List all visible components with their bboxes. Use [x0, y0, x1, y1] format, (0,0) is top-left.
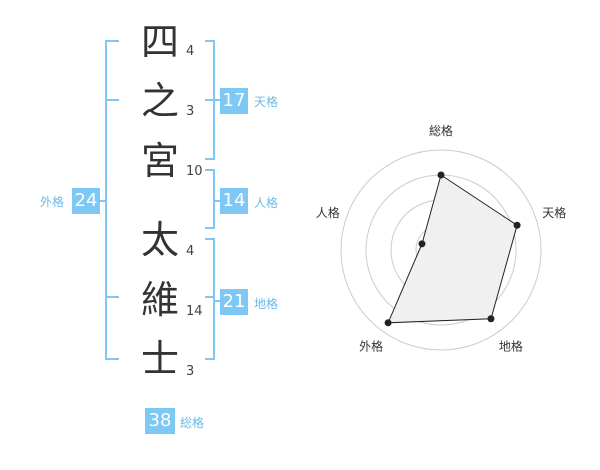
tenkaku-bracket — [205, 40, 220, 160]
radar-ring — [340, 149, 542, 351]
tenkaku-label: 天格 — [254, 95, 279, 109]
jinkaku-bracket — [205, 169, 220, 229]
stroke-count-2: 3 — [186, 104, 195, 119]
name-char-4: 太 — [140, 218, 179, 262]
name-char-6: 士 — [140, 337, 179, 381]
stroke-count-6: 3 — [186, 364, 195, 379]
stroke-count-5: 14 — [186, 304, 203, 319]
radar-axis-label-2: 天格 — [542, 205, 566, 220]
soukaku-label: 総格 — [180, 416, 205, 430]
radar-axis-label-1: 総格 — [429, 123, 453, 138]
jinkaku-label: 人格 — [254, 196, 279, 210]
radar-axis-label-4: 外格 — [359, 338, 383, 353]
chikaku-bracket — [205, 238, 220, 360]
chikaku-label: 地格 — [254, 297, 279, 311]
name-char-2: 之 — [140, 79, 179, 123]
name-char-5: 維 — [140, 278, 179, 322]
radar-point-3 — [487, 315, 495, 323]
radar-shape — [384, 171, 521, 327]
radar-point-5 — [418, 240, 426, 248]
radar-point-2 — [513, 221, 521, 229]
stroke-count-1: 4 — [186, 44, 195, 59]
radar-axis-label-3: 地格 — [499, 338, 523, 353]
name-char-3: 宮 — [140, 139, 179, 183]
stroke-count-4: 4 — [186, 244, 195, 259]
soukaku-badge: 38 — [145, 408, 175, 434]
stroke-count-3: 10 — [186, 164, 203, 179]
radar-axis-label-5: 人格 — [316, 205, 340, 220]
gaikaku-badge: 24 — [72, 188, 100, 214]
radar-point-4 — [384, 319, 392, 327]
chikaku-badge: 21 — [220, 289, 248, 315]
gaikaku-label: 外格 — [40, 195, 65, 209]
radar-polygon — [387, 174, 518, 324]
radar-point-1 — [437, 171, 445, 179]
tenkaku-badge: 17 — [220, 88, 248, 114]
jinkaku-badge: 14 — [220, 188, 248, 214]
gaikaku-bracket — [100, 40, 119, 360]
name-char-1: 四 — [140, 20, 179, 64]
